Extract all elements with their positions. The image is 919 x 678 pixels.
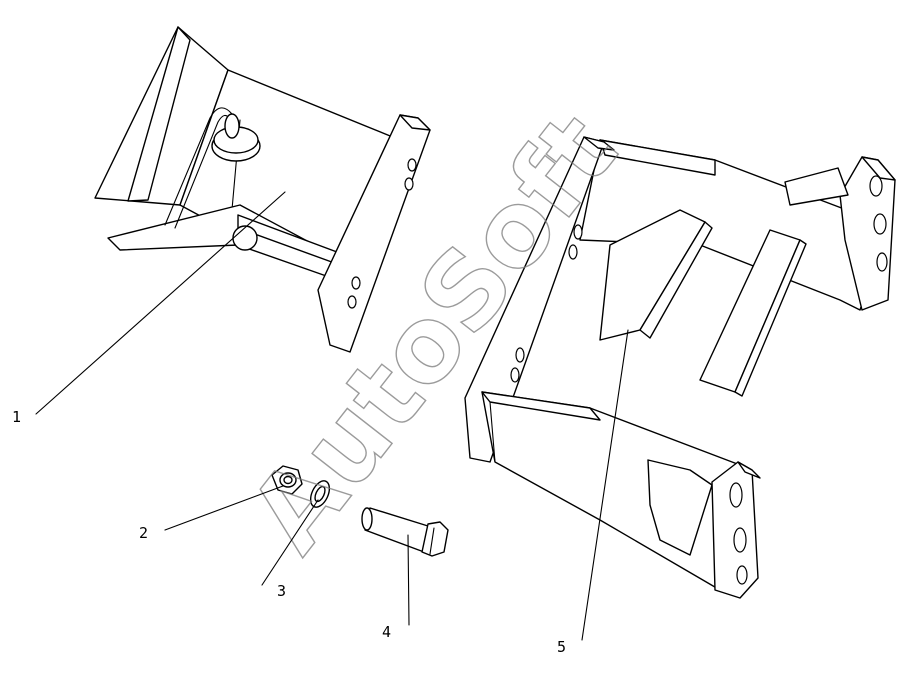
- leader-line-5: [581, 329, 629, 641]
- leader-line-4: [407, 534, 410, 626]
- leader-line-1: [35, 191, 286, 415]
- callout-2: 2: [139, 524, 148, 542]
- callout-labels: 1 2 3 4 5: [12, 408, 566, 656]
- part-5-frame: [464, 136, 896, 599]
- leader-lines: [35, 191, 629, 641]
- callout-4: 4: [382, 623, 391, 641]
- callout-1: 1: [12, 408, 21, 426]
- part-1-bracket: [94, 26, 431, 353]
- part-4-bolt: [361, 507, 449, 557]
- callout-5: 5: [557, 638, 566, 656]
- leader-line-2: [164, 485, 284, 531]
- leader-line-3: [261, 499, 319, 586]
- callout-3: 3: [277, 582, 286, 600]
